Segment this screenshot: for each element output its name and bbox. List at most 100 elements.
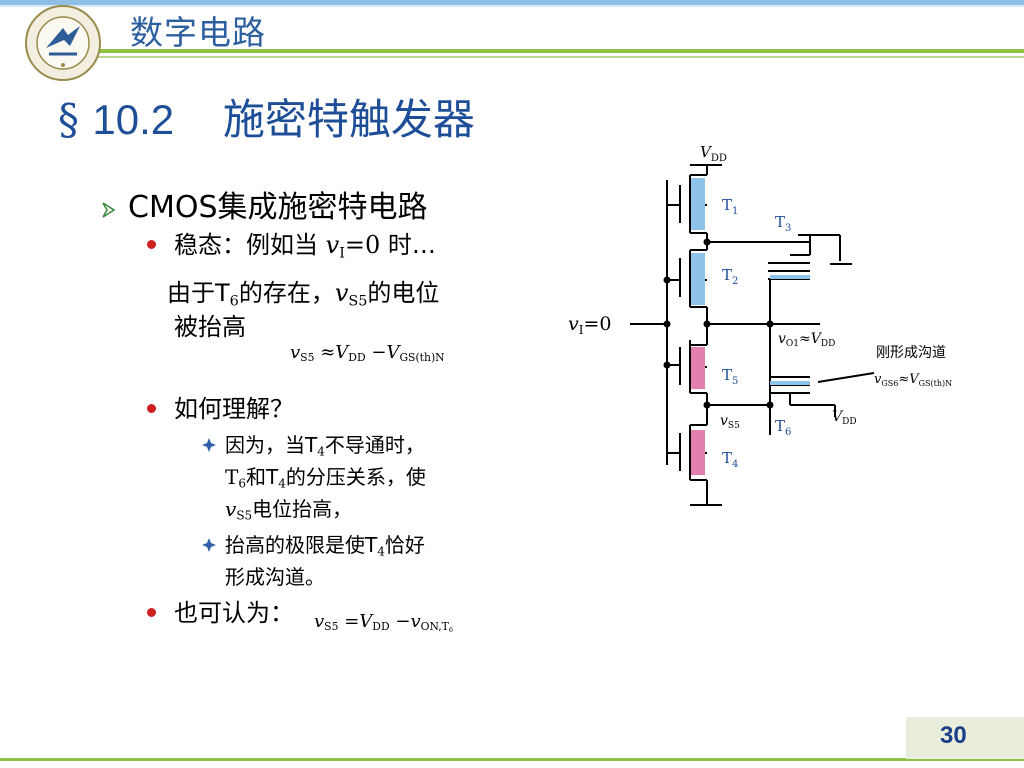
label-t4-sub: 4	[732, 459, 738, 470]
bullet-steady-state: 稳态：例如当 vI=0 时…	[174, 230, 436, 262]
text-just: 恰好	[384, 533, 425, 557]
sub-bullet-because: 因为，当T4不导通时，	[225, 432, 425, 458]
diamond-bullet-icon	[202, 538, 216, 552]
approx-sign: ≈	[320, 342, 336, 363]
label-vdd-t6-sub: DD	[842, 417, 856, 427]
label-vdd-t6: V	[832, 409, 844, 425]
sub-DD: DD	[372, 620, 390, 634]
slide-title: § 10.2 施密特触发器	[58, 86, 475, 147]
title-text: 施密特触发器	[222, 95, 475, 144]
minus-sign: −	[395, 611, 411, 632]
text-exist: 的存在，	[238, 279, 335, 307]
sub-GSthN: GS(th)N	[399, 351, 445, 365]
sub-4: 4	[278, 476, 286, 491]
t1-channel	[691, 178, 705, 230]
label-vin-sub: I	[579, 323, 584, 337]
main-bullet-heading: CMOS集成施密特电路	[128, 190, 428, 225]
svg-text:T1: T1	[722, 196, 738, 217]
top-accent-bar	[0, 0, 1024, 5]
sub-S5: S5	[324, 620, 339, 634]
text-not-conduct: 不导通时，	[324, 433, 425, 457]
text-raised: 电位抬高，	[252, 497, 353, 521]
text-potential: 的电位	[367, 279, 440, 307]
text-divider: 的分压关系，使	[285, 465, 426, 489]
svg-text:VDD: VDD	[700, 143, 727, 164]
arrow-bullet-icon	[102, 202, 116, 218]
header-rule-thin	[88, 56, 1024, 58]
sub-DD: DD	[348, 351, 366, 365]
t3-channel	[770, 275, 810, 279]
svg-text:VDD: VDD	[832, 409, 857, 427]
sub-I: I	[339, 245, 345, 262]
label-vgs6-approx: ≈	[898, 372, 909, 387]
sub-bullet-limit: 抬高的极限是使T4恰好	[225, 532, 425, 558]
text-steady: 稳态：例如当	[174, 231, 318, 259]
section-symbol: §	[58, 95, 79, 144]
label-vdd: V	[700, 143, 713, 161]
label-vo1-approx: ≈	[799, 331, 811, 347]
bullet-steady-line2: 由于T6的存在，vS5的电位	[167, 278, 440, 310]
minus-sign: −	[371, 342, 387, 363]
formula-vs5-approx: vS5 ≈VDD −VGS(th)N	[290, 342, 445, 363]
section-number: 10.2	[92, 96, 175, 143]
bullet-also: 也可认为：	[174, 599, 294, 627]
label-vdd-sub: DD	[711, 153, 727, 164]
svg-text:T4: T4	[722, 449, 738, 470]
sub-bullet-because-line2: T6和T4的分压关系，使	[225, 464, 426, 490]
header-rule	[88, 49, 1024, 53]
university-logo	[25, 5, 101, 81]
var-v: v	[334, 279, 349, 307]
var-v: v	[410, 611, 421, 632]
svg-text:vI=0: vI=0	[568, 313, 612, 337]
label-t5-sub: 5	[732, 376, 738, 387]
label-t6-sub: 6	[785, 427, 791, 438]
label-vgs6-sub: GS6	[881, 379, 898, 388]
var-V: V	[359, 611, 373, 632]
sub-4: 4	[317, 444, 325, 459]
sub-S5: S5	[348, 293, 368, 310]
label-vo1: v	[778, 331, 786, 347]
dot-bullet-icon	[147, 240, 156, 249]
label-t5: T	[722, 366, 732, 384]
label-vs5-sub: S5	[728, 421, 740, 431]
t6-channel	[770, 381, 810, 385]
dot-bullet-icon	[147, 404, 156, 413]
text-when: 时…	[387, 231, 436, 259]
dot-bullet-icon	[147, 608, 156, 617]
t4-channel	[691, 430, 705, 475]
sub-6: 6	[238, 476, 246, 491]
bullet-how-understand: 如何理解？	[174, 395, 294, 423]
text-limit: 抬高的极限是使T	[225, 533, 378, 557]
var-v: v	[225, 497, 237, 521]
var-V: V	[335, 342, 349, 363]
label-vo1-V: V	[811, 331, 823, 347]
label-t1: T	[722, 196, 732, 214]
text-due: 由于T	[167, 279, 230, 307]
label-t2-sub: 2	[732, 276, 738, 287]
sub-6: 6	[448, 626, 453, 635]
label-vo1-Vsub: DD	[821, 339, 835, 349]
label-t1-sub: 1	[732, 206, 738, 217]
bullet-steady-line3: 被抬高	[174, 313, 246, 341]
label-vgs6-V: V	[909, 372, 920, 387]
cmos-schmitt-circuit: VDD T1 T2 T3 T5 T6 T4 vI=0 vO1≈VDD vS5 V…	[568, 143, 952, 506]
footer-rule	[0, 758, 1024, 761]
svg-text:T6: T6	[775, 417, 791, 438]
t5-channel	[691, 347, 705, 389]
page-number: 30	[940, 722, 967, 749]
label-vin: v	[568, 313, 579, 335]
top-accent-bar-light	[0, 5, 1024, 7]
label-t3-sub: 3	[785, 223, 791, 234]
sub-S5: S5	[236, 508, 253, 523]
label-t4: T	[722, 449, 732, 467]
label-t3: T	[775, 213, 785, 231]
label-vo1-sub: O1	[786, 339, 799, 349]
svg-text:T2: T2	[722, 266, 738, 287]
text-because: 因为，当T	[225, 433, 318, 457]
sub-bullet-limit-line2: 形成沟道。	[225, 565, 325, 589]
var-v: v	[314, 611, 325, 632]
t2-channel	[691, 253, 705, 305]
svg-text:T3: T3	[775, 213, 791, 234]
svg-text:vGS6≈VGS(th)N: vGS6≈VGS(th)N	[874, 372, 952, 388]
label-callout: 刚形成沟道	[876, 345, 946, 361]
